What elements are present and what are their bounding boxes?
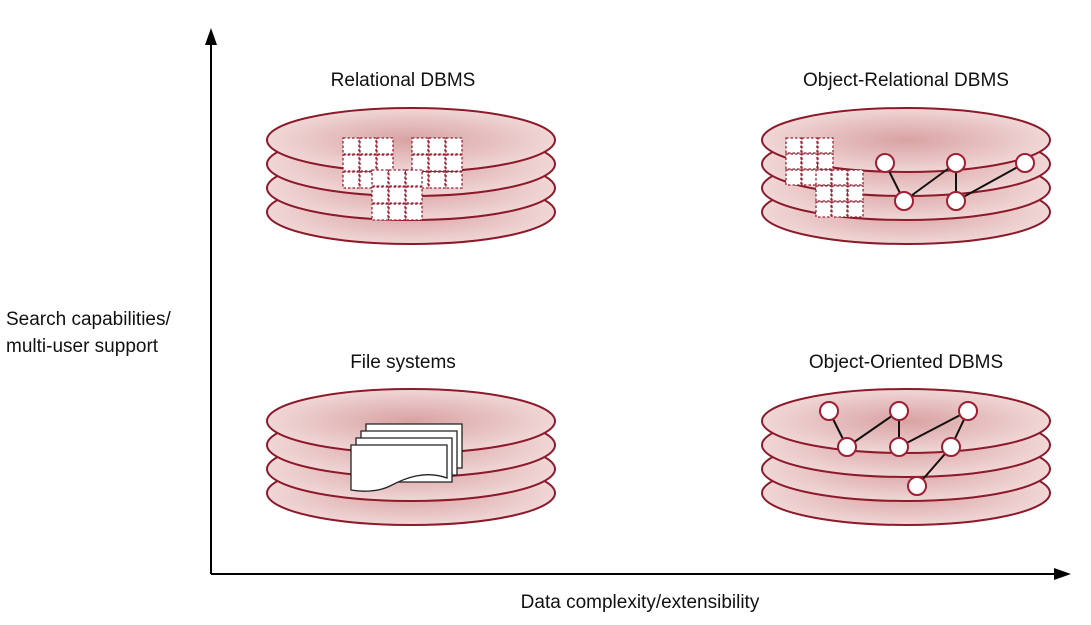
object-graph-icon xyxy=(819,401,978,496)
file-systems-title: File systems xyxy=(350,352,456,373)
x-axis-label: Data complexity/extensibility xyxy=(521,592,760,613)
relational-dbms-title: Relational DBMS xyxy=(331,70,476,91)
object-relational-dbms-title: Object-Relational DBMS xyxy=(803,70,1009,91)
table-grid-icon xyxy=(342,137,463,221)
y-axis-label-line1: Search capabilities/ xyxy=(6,309,171,330)
document-stack-icon xyxy=(350,423,463,492)
x-axis xyxy=(211,568,1071,580)
object-oriented-dbms-disk-stack xyxy=(761,388,1051,526)
relational-dbms-disk-stack xyxy=(266,107,556,245)
y-axis-label-line2: multi-user support xyxy=(6,336,159,357)
object-relational-dbms-disk-stack xyxy=(761,107,1051,245)
object-graph-icon xyxy=(875,153,1035,211)
object-oriented-dbms-title: Object-Oriented DBMS xyxy=(809,352,1003,373)
table-grid-icon xyxy=(785,137,864,218)
y-axis xyxy=(205,28,217,574)
file-systems-disk-stack xyxy=(266,388,556,526)
